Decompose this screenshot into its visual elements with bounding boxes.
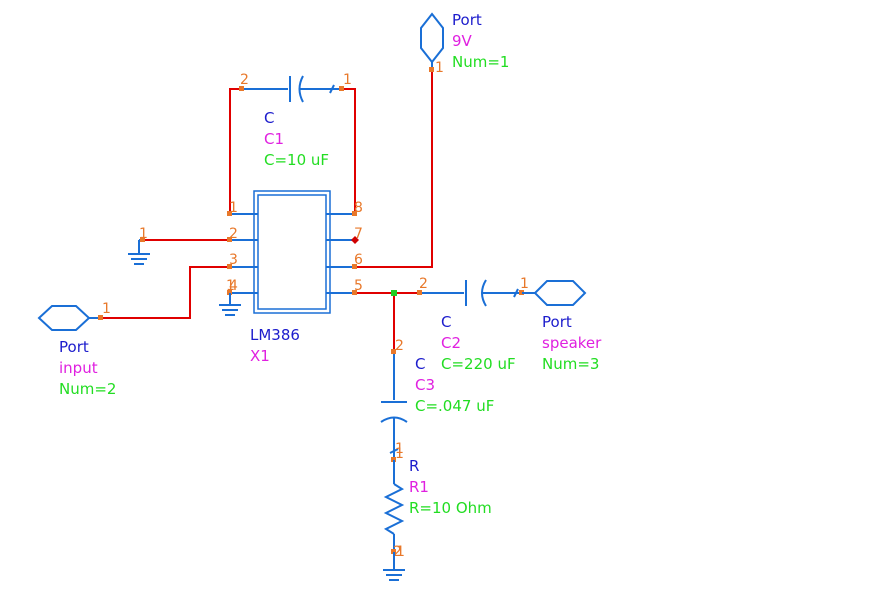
wire-c1-to-pin8[interactable] <box>342 88 356 214</box>
port-input-name-label: input <box>59 359 98 377</box>
lm386-instance-label: X1 <box>250 347 270 365</box>
wire-c1-to-pin1[interactable] <box>229 88 242 214</box>
wire-input-to-pin3[interactable] <box>101 266 230 319</box>
port-9v[interactable]: 1 Port 9V Num=1 <box>420 11 509 76</box>
lm386-pin-4: 4 <box>229 278 238 294</box>
resistor-r1[interactable]: 1 2 R R1 R=10 Ohm <box>383 446 492 560</box>
c2-type-label: C <box>441 313 451 331</box>
port-speaker-num-label: Num=3 <box>542 355 599 373</box>
port-input-type-label: Port <box>59 338 89 356</box>
port-9v-type-label: Port <box>452 11 482 29</box>
port-speaker-name-label: speaker <box>542 334 602 352</box>
port-input-pin: 1 <box>102 301 111 317</box>
lm386-pin-5: 5 <box>354 278 363 294</box>
lm386-type-label: LM386 <box>250 326 300 344</box>
c3-instance-label: C3 <box>415 376 435 394</box>
lm386-pin-7: 7 <box>354 226 363 242</box>
lm386-inner-body <box>257 194 327 310</box>
opamp-lm386[interactable]: 1 2 3 4 8 7 6 5 LM386 X1 <box>227 190 363 365</box>
r1-pin-1: 1 <box>395 446 404 462</box>
port-speaker[interactable]: Port speaker Num=3 <box>522 280 602 373</box>
lm386-pin-leads <box>230 213 355 294</box>
ground-r1-label: 1 <box>396 544 405 560</box>
c3-pin-2: 2 <box>395 338 404 354</box>
lm386-pin-3: 3 <box>229 252 238 268</box>
ground-pin4-label: 1 <box>226 278 235 294</box>
r1-instance-label: R1 <box>409 478 429 496</box>
wires <box>101 70 433 352</box>
ground-symbol-pin4: 1 <box>219 278 241 316</box>
ground-symbol-pin2: 1 <box>128 226 150 265</box>
ground-pin2-label: 1 <box>139 226 148 242</box>
port-input-num-label: Num=2 <box>59 380 116 398</box>
c1-instance-label: C1 <box>264 130 284 148</box>
wire-9v-to-pin6[interactable] <box>355 70 433 268</box>
c2-pin-2: 2 <box>419 276 428 292</box>
port-speaker-type-label: Port <box>542 313 572 331</box>
r1-value-label: R=10 Ohm <box>409 499 492 517</box>
lm386-pin-1: 1 <box>229 200 238 216</box>
c1-type-label: C <box>264 109 274 127</box>
lm386-pin-2: 2 <box>229 226 238 242</box>
capacitor-c3[interactable]: 2 1 C C3 C=.047 uF <box>380 338 494 462</box>
r1-pin-2: 2 <box>393 544 402 560</box>
ground-symbol-r1: 1 <box>383 544 405 581</box>
port-input[interactable]: 1 Port input Num=2 <box>37 301 116 398</box>
junction-node <box>391 290 397 296</box>
c2-pin-1: 1 <box>520 276 529 292</box>
c3-type-label: C <box>415 355 425 373</box>
c2-instance-label: C2 <box>441 334 461 352</box>
capacitor-c2[interactable]: 2 1 C C2 C=220 uF <box>417 276 529 373</box>
port-9v-num-label: Num=1 <box>452 53 509 71</box>
capacitor-c1[interactable]: 2 1 C C1 C=10 uF <box>239 72 352 169</box>
lm386-pin-6: 6 <box>354 252 363 268</box>
lm386-pin-dots <box>227 211 357 295</box>
port-9v-name-label: 9V <box>452 32 473 50</box>
c3-value-label: C=.047 uF <box>415 397 494 415</box>
lm386-outer-body <box>253 190 331 314</box>
lm386-pin-8: 8 <box>354 200 363 216</box>
c1-pin-2: 2 <box>240 72 249 88</box>
c1-value-label: C=10 uF <box>264 151 329 169</box>
r1-type-label: R <box>409 457 419 475</box>
c1-pin-1: 1 <box>343 72 352 88</box>
c3-pin-1: 1 <box>395 441 404 457</box>
c2-value-label: C=220 uF <box>441 355 516 373</box>
port-9v-pin: 1 <box>435 60 444 76</box>
pin7-unconnected-marker <box>351 236 359 244</box>
